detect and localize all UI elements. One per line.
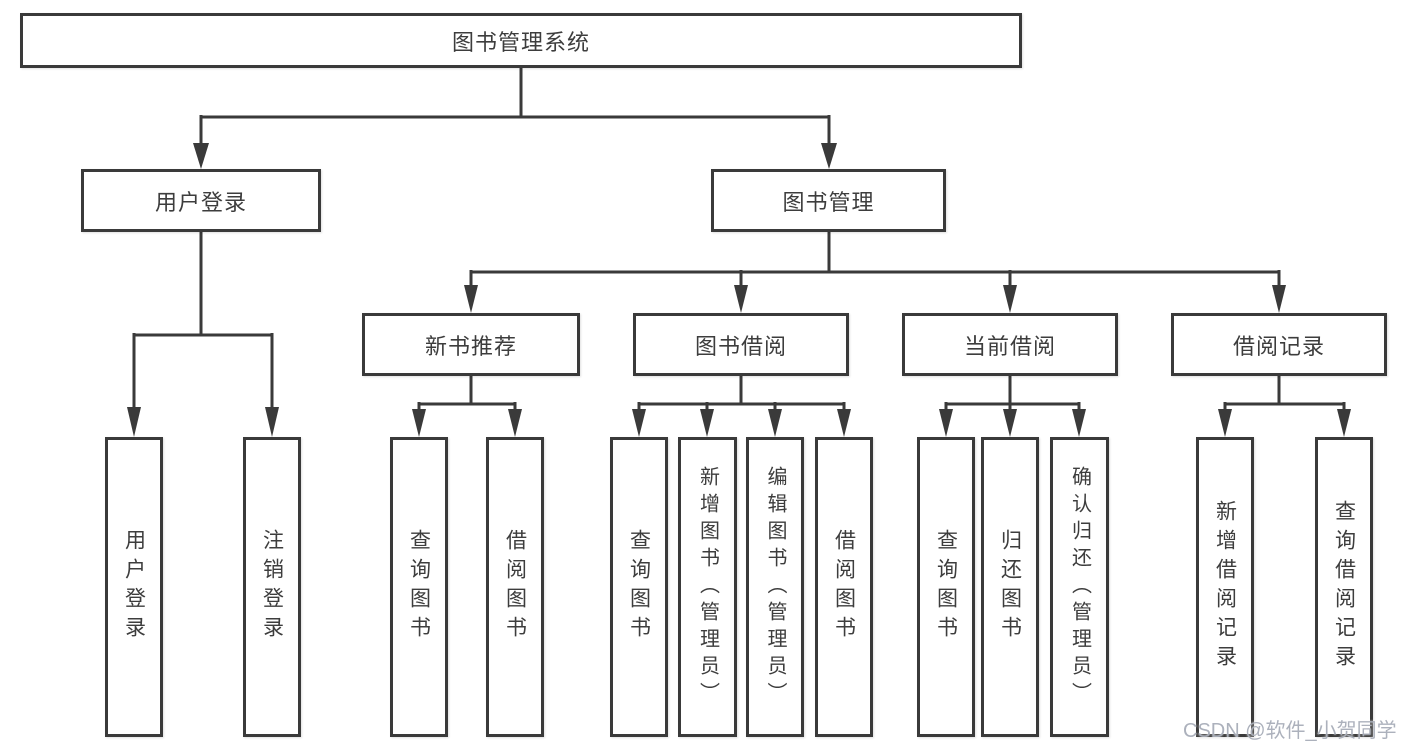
- leaf-label: 新增图书（管理员）: [696, 465, 719, 709]
- leaf-label: 查询借阅记录: [1332, 500, 1356, 674]
- leaf-query-books-recommend: 查询图书: [390, 437, 448, 737]
- leaf-label: 确认归还（管理员）: [1068, 465, 1091, 709]
- leaf-label: 注销登录: [260, 529, 284, 645]
- leaf-label: 查询图书: [407, 529, 431, 645]
- leaf-query-borrow-record: 查询借阅记录: [1315, 437, 1373, 737]
- node-current-borrowing: 当前借阅: [902, 313, 1118, 376]
- leaf-label: 新增借阅记录: [1213, 500, 1237, 674]
- leaf-edit-book-admin: 编辑图书（管理员）: [746, 437, 804, 737]
- node-label: 借阅记录: [1232, 333, 1325, 359]
- node-label: 当前借阅: [963, 333, 1056, 359]
- leaf-label: 借阅图书: [832, 529, 856, 645]
- leaf-label: 编辑图书（管理员）: [764, 465, 786, 709]
- leaf-label: 借阅图书: [503, 529, 527, 645]
- leaf-label: 用户登录: [122, 529, 146, 645]
- leaf-logout: 注销登录: [243, 437, 301, 737]
- node-label: 图书管理系统: [451, 29, 590, 55]
- leaf-borrow-books-recommend: 借阅图书: [486, 437, 544, 737]
- node-label: 图书管理: [782, 189, 875, 215]
- node-library-management-system: 图书管理系统: [20, 13, 1022, 68]
- node-borrowing-records: 借阅记录: [1171, 313, 1387, 376]
- leaf-confirm-return-admin: 确认归还（管理员）: [1050, 437, 1109, 737]
- leaf-query-books-borrow: 查询图书: [610, 437, 668, 737]
- leaf-label: 查询图书: [627, 529, 651, 645]
- node-new-book-recommendation: 新书推荐: [362, 313, 580, 376]
- leaf-label: 归还图书: [998, 529, 1022, 645]
- node-label: 用户登录: [154, 189, 247, 215]
- leaf-add-borrow-record: 新增借阅记录: [1196, 437, 1254, 737]
- leaf-query-books-current: 查询图书: [917, 437, 975, 737]
- leaf-user-login: 用户登录: [105, 437, 163, 737]
- leaf-return-books: 归还图书: [981, 437, 1039, 737]
- leaf-add-book-admin: 新增图书（管理员）: [678, 437, 737, 737]
- csdn-watermark: CSDN @软件_小贺同学: [1183, 720, 1397, 742]
- node-book-management: 图书管理: [711, 169, 946, 232]
- node-book-borrowing: 图书借阅: [633, 313, 849, 376]
- node-label: 新书推荐: [424, 333, 517, 359]
- node-label: 图书借阅: [694, 333, 787, 359]
- leaf-label: 查询图书: [934, 529, 958, 645]
- node-user-login: 用户登录: [81, 169, 321, 232]
- leaf-borrow-books: 借阅图书: [815, 437, 873, 737]
